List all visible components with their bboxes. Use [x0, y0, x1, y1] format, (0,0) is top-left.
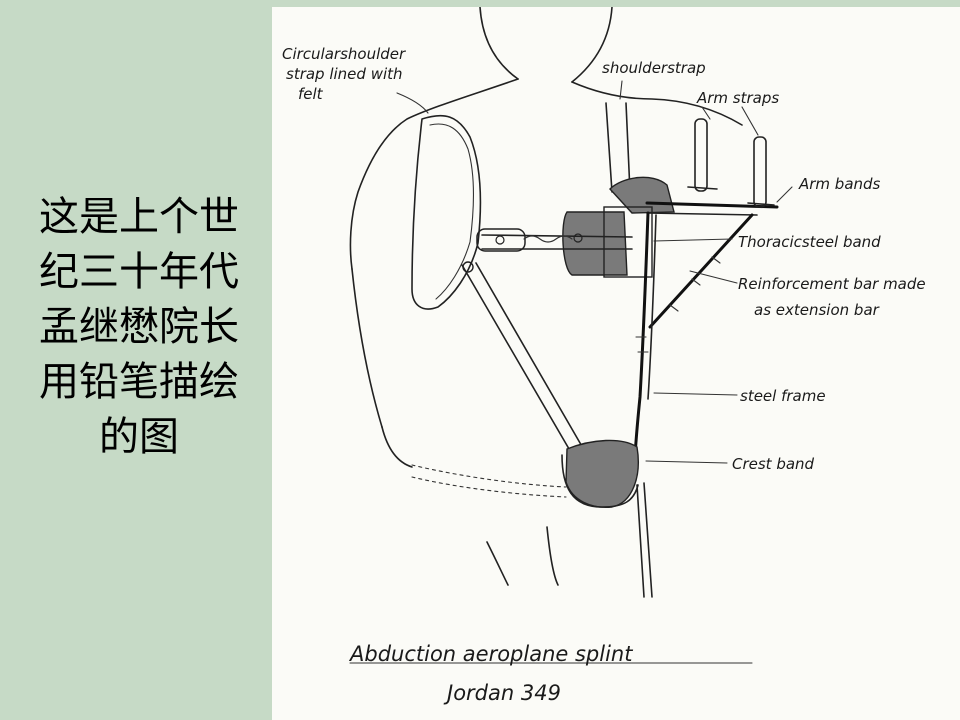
leader-line: [653, 392, 738, 396]
label-circular-strap: felt: [298, 85, 324, 103]
arm-strap: [694, 118, 708, 192]
leader-line: [396, 92, 429, 114]
label-arm-bands: Arm bands: [798, 175, 881, 193]
lower-torso: [643, 482, 653, 598]
label-circular-strap: strap lined with: [286, 65, 403, 83]
left-shoulder-contour: [349, 78, 519, 270]
leader-line: [653, 238, 733, 242]
neck-outline: [571, 7, 613, 83]
left-arm-contour: [351, 268, 383, 428]
shoulder-strap: [605, 102, 613, 193]
reinforcement-tick: [669, 256, 721, 312]
splint-drawing: Circularshoulder strap lined with felt s…: [282, 7, 926, 705]
caption-line: 用铅笔描绘: [39, 359, 239, 405]
label-arm-straps: Arm straps: [696, 89, 779, 107]
label-circular-strap: Circularshoulder: [282, 45, 406, 63]
thoracic-plate-frame: [603, 206, 653, 278]
leader-line: [776, 186, 793, 203]
band-chain: [523, 235, 573, 243]
neck-outline: [479, 7, 519, 80]
circular-shoulder-strap-inner: [429, 123, 475, 300]
drawing-title: Abduction aeroplane splint: [348, 642, 633, 666]
thoracic-plate: [562, 211, 628, 276]
steel-frame: [632, 211, 650, 485]
drawing-author: Jordan 349: [443, 681, 561, 705]
arm-band: [687, 186, 718, 190]
steel-frame: [647, 214, 657, 400]
rivet: [573, 233, 583, 243]
arm-support-bar: [646, 212, 758, 216]
leader-line: [619, 80, 623, 100]
caption-line: 纪三十年代: [39, 249, 239, 295]
label-steel-frame: steel frame: [740, 387, 826, 405]
label-crest-band: Crest band: [732, 455, 815, 473]
caption-line: 这是上个世: [39, 194, 239, 240]
leader-line: [701, 106, 759, 136]
shoulder-strap: [625, 102, 631, 193]
label-shoulder-strap: shoulderstrap: [602, 59, 706, 77]
waistline: [411, 476, 567, 498]
frame-tick: [635, 336, 649, 353]
lower-torso: [546, 526, 559, 586]
lower-torso: [486, 541, 509, 586]
rivet: [495, 235, 505, 245]
lower-torso: [636, 484, 645, 598]
strut-joint: [462, 261, 474, 273]
band-buckle: [476, 228, 526, 252]
label-thoracic-band: Thoracicsteel band: [738, 233, 881, 251]
caption-line: 孟继懋院长: [39, 304, 239, 350]
arm-band: [747, 202, 775, 206]
reinforcement-bar: [648, 213, 754, 329]
torso-left: [381, 426, 413, 468]
leader-line: [645, 460, 728, 464]
waistline: [411, 464, 567, 488]
circular-shoulder-strap: [411, 114, 482, 310]
slide-caption: 这是上个世 纪三十年代 孟继懋院长 用铅笔描绘 的图: [14, 190, 264, 465]
arm-strap: [753, 136, 767, 208]
label-reinforcement: as extension bar: [754, 301, 880, 319]
thoracic-steel-band: [481, 234, 633, 238]
label-reinforcement: Reinforcement bar made: [738, 275, 926, 293]
caption-line: 的图: [99, 414, 179, 460]
splint-sketch: Circularshoulder strap lined with felt s…: [272, 7, 960, 720]
crest-band-outline: [561, 454, 639, 508]
crest-band: [565, 439, 639, 508]
leader-line: [689, 270, 738, 284]
right-shoulder-contour: [571, 81, 743, 126]
